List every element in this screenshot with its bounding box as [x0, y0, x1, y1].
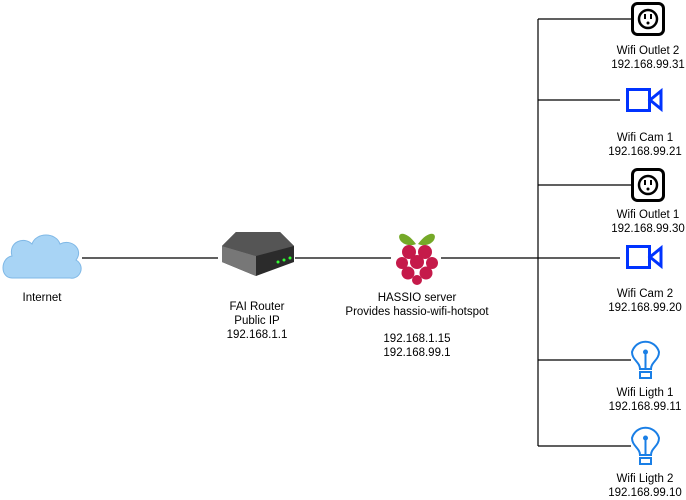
- router-ip: 192.168.1.1: [226, 329, 288, 341]
- device-label: Wifi Outlet 2 192.168.99.31: [611, 44, 685, 72]
- device-ip: 192.168.99.10: [608, 487, 682, 499]
- device-name: Wifi Cam 2: [616, 288, 674, 300]
- device-ip: 192.168.99.20: [608, 302, 682, 314]
- device-name: Wifi Cam 1: [616, 132, 674, 144]
- device-label: Wifi Cam 1 192.168.99.21: [608, 131, 682, 159]
- lightbulb-icon: [630, 340, 661, 379]
- camera-icon: [626, 244, 663, 270]
- device-name: Wifi Outlet 1: [616, 209, 680, 221]
- camera-icon: [626, 87, 663, 113]
- device-label: Wifi Ligth 1 192.168.99.11: [609, 386, 682, 414]
- server-ip-hotspot: 192.168.99.1: [383, 347, 451, 359]
- device-name: Wifi Ligth 2: [616, 473, 674, 485]
- server-ip-lan: 192.168.1.15: [383, 333, 451, 345]
- device-name: Wifi Outlet 2: [616, 45, 680, 57]
- outlet-icon: [631, 168, 665, 202]
- server-description: Provides hassio-wifi-hotspot: [345, 306, 489, 318]
- device-ip: 192.168.99.11: [608, 401, 682, 413]
- device-name: Wifi Ligth 1: [616, 387, 674, 399]
- device-ip: 192.168.99.31: [611, 59, 685, 71]
- router-label: FAI Router Public IP 192.168.1.1: [227, 300, 288, 342]
- device-ip: 192.168.99.30: [611, 223, 685, 235]
- outlet-icon: [631, 2, 665, 36]
- device-label: Wifi Ligth 2 192.168.99.10: [608, 472, 682, 500]
- router-icon: [222, 232, 294, 276]
- lightbulb-icon: [630, 426, 661, 465]
- server-name: HASSIO server: [377, 292, 457, 304]
- device-ip: 192.168.99.21: [608, 146, 682, 158]
- device-label: Wifi Outlet 1 192.168.99.30: [611, 208, 685, 236]
- router-name: FAI Router: [229, 301, 285, 313]
- internet-label: Internet: [22, 292, 62, 304]
- device-label: Wifi Cam 2 192.168.99.20: [608, 287, 682, 315]
- server-label: HASSIO server Provides hassio-wifi-hotsp…: [345, 291, 488, 360]
- cloud-icon: [2, 234, 82, 279]
- raspberry-pi-icon: [396, 233, 438, 285]
- router-public-ip: Public IP: [234, 315, 280, 327]
